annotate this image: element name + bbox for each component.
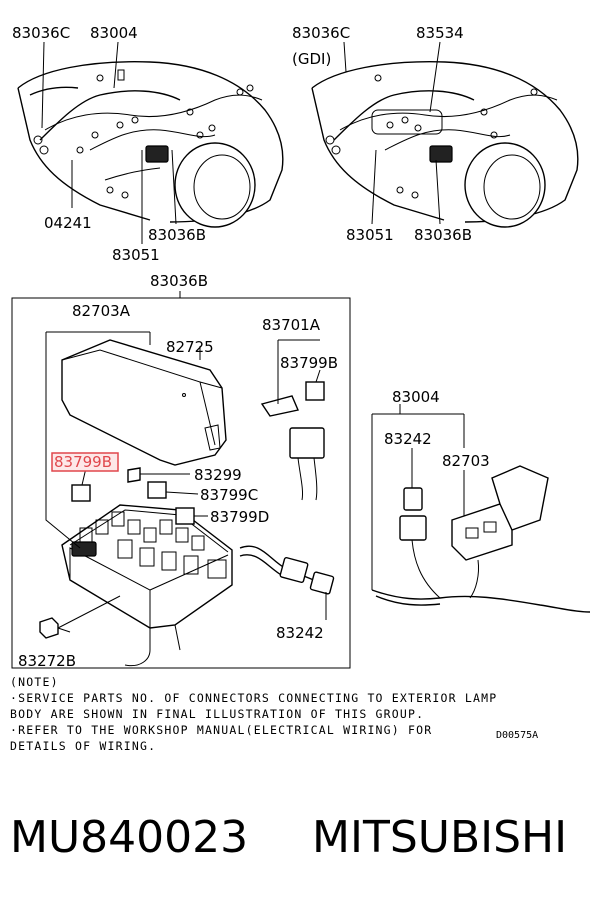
relay-box-left-icon: [145, 145, 169, 163]
label-83242-main: 83242: [276, 624, 324, 642]
label-83534: 83534: [416, 24, 464, 42]
label-83272B: 83272B: [18, 652, 76, 670]
fuse-box-cover: [61, 339, 227, 466]
main-title-83036B: 83036B: [150, 272, 208, 290]
label-83036B-right: 83036B: [414, 226, 472, 244]
junction-block-82703-icon: [451, 503, 513, 561]
connector-83242-right-icon: [403, 487, 423, 511]
label-83051-right: 83051: [346, 226, 394, 244]
note-line-4: DETAILS OF WIRING.: [10, 739, 156, 753]
label-04241: 04241: [44, 214, 92, 232]
label-83036C-right: 83036C: [292, 24, 350, 42]
relay-box-right-icon: [429, 145, 453, 163]
label-83004-left: 83004: [90, 24, 138, 42]
relay-socket-icon: [289, 427, 325, 459]
note-line-3: ·REFER TO THE WORKSHOP MANUAL(ELECTRICAL…: [10, 723, 432, 737]
engine-bay-right-illustration: [311, 41, 579, 228]
engine-bay-left-illustration: [17, 41, 284, 244]
harness-83004-illustration: [371, 404, 591, 613]
fuse-83299-icon: [127, 467, 141, 483]
note-line-2: BODY ARE SHOWN IN FINAL ILLUSTRATION OF …: [10, 707, 424, 721]
label-82725: 82725: [166, 338, 214, 356]
label-82703A: 82703A: [72, 302, 131, 320]
label-83051-left: 83051: [112, 246, 160, 264]
label-82703: 82703: [442, 452, 490, 470]
label-83799C: 83799C: [200, 486, 258, 504]
label-83799D: 83799D: [210, 508, 269, 526]
main-group-frame: [11, 297, 351, 669]
label-83799B-highlighted[interactable]: 83799B: [54, 453, 112, 471]
label-83242-right: 83242: [384, 430, 432, 448]
label-gdi: (GDI): [292, 50, 331, 68]
relay-83799D-icon: [175, 507, 195, 525]
fuse-box-illustration: [39, 331, 335, 667]
relay-83799B-icon: [71, 484, 91, 502]
note-line-1: ·SERVICE PARTS NO. OF CONNECTORS CONNECT…: [10, 691, 497, 705]
highlight-83799B-box: [51, 452, 119, 472]
bracket-83701A-icon: [260, 395, 299, 417]
connector-83242-main-icon: [279, 556, 309, 584]
label-83036B-left: 83036B: [148, 226, 206, 244]
note-heading: (NOTE): [10, 675, 59, 689]
label-83799B: 83799B: [280, 354, 338, 372]
diagram-reference-code: D00575A: [496, 730, 538, 741]
bolt-83272B-icon: [39, 617, 59, 639]
label-83036C-left: 83036C: [12, 24, 70, 42]
label-83004-right: 83004: [392, 388, 440, 406]
relay-83799B-upper-icon: [305, 381, 325, 401]
footer-brand: MITSUBISHI: [312, 812, 567, 863]
relay-83799C-icon: [147, 481, 167, 499]
label-83701A: 83701A: [262, 316, 321, 334]
label-83299: 83299: [194, 466, 242, 484]
footer-part-number: MU840023: [10, 812, 248, 863]
